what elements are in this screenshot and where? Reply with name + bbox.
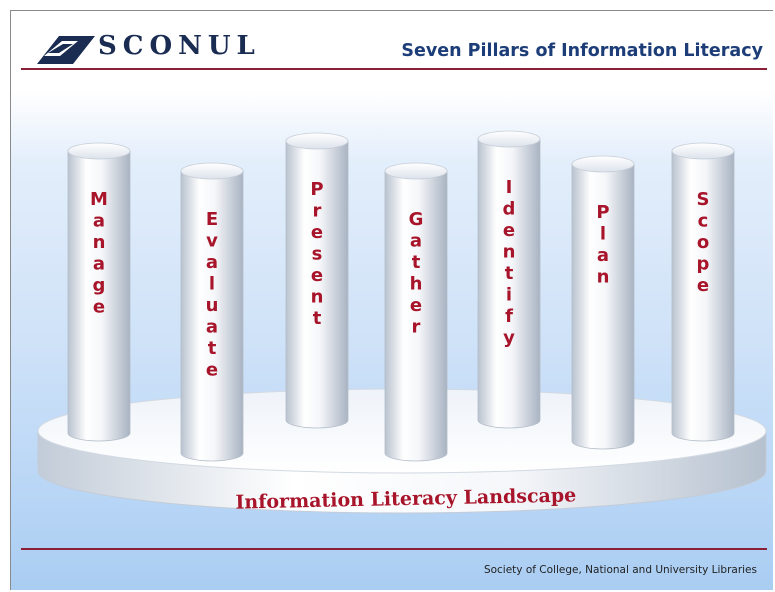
page-title: Seven Pillars of Information Literacy <box>401 41 763 61</box>
pillar-top <box>285 132 349 150</box>
pillar-top <box>180 162 244 180</box>
sconul-logo-icon <box>37 36 95 64</box>
pillar-top <box>571 155 635 173</box>
pillar-top <box>67 142 131 160</box>
top-divider <box>21 68 767 70</box>
pillar-body <box>477 138 541 429</box>
slide-frame: SCONUL Seven Pillars of Information Lite… <box>10 10 773 590</box>
pillar-top <box>477 130 541 148</box>
pillar-body <box>384 170 448 462</box>
pillar-top <box>384 162 448 180</box>
pillar-body <box>285 140 349 429</box>
pillar-body <box>180 170 244 462</box>
pillar-body <box>571 163 635 450</box>
logo-text: SCONUL <box>98 31 261 61</box>
bottom-divider <box>21 548 767 550</box>
pillar-body <box>671 150 735 442</box>
pillar-body <box>67 150 131 442</box>
pillar-top <box>671 142 735 160</box>
footer-text: Society of College, National and Univers… <box>483 564 757 576</box>
